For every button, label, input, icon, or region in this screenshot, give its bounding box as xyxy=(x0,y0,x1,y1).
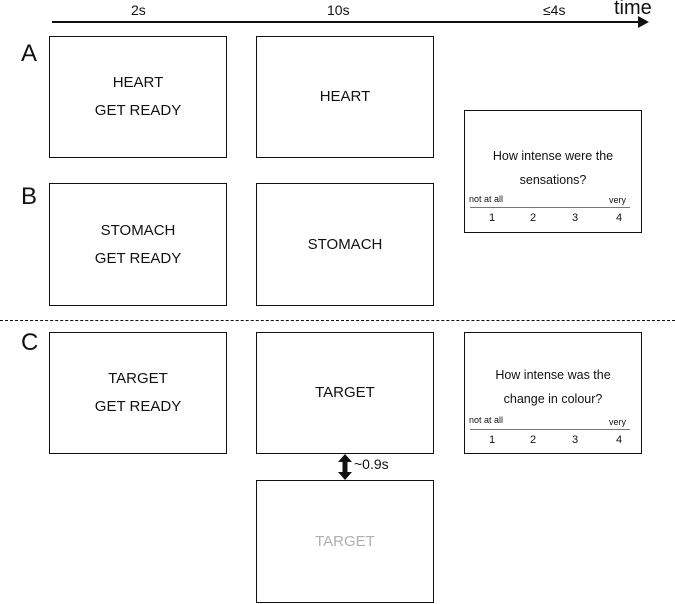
time-label-rating: ≤4s xyxy=(543,2,566,18)
rating-point-3: 3 xyxy=(571,212,579,224)
delayed-stimulus-text: TARGET xyxy=(315,532,375,550)
rating-question-line-2: sensations? xyxy=(519,173,587,187)
stimulus-screen-heart: HEART xyxy=(256,36,434,158)
timeline-axis xyxy=(52,21,642,23)
rating-scale-line xyxy=(470,207,630,208)
stimulus-screen-stomach: STOMACH xyxy=(256,183,434,306)
cue-instruction: GET READY xyxy=(94,102,182,119)
rating-point-3: 3 xyxy=(571,434,579,446)
timeline-axis-label: time xyxy=(614,0,652,19)
stimulus-text: HEART xyxy=(319,88,371,105)
delay-label: ~0.9s xyxy=(354,456,389,472)
cue-text: HEART xyxy=(112,74,164,91)
stimulus-screen-target: TARGET xyxy=(256,332,434,454)
rating-point-4: 4 xyxy=(615,434,623,446)
rating-point-1: 1 xyxy=(488,212,496,224)
cue-text: TARGET xyxy=(108,370,168,387)
rating-point-2: 2 xyxy=(529,434,537,446)
section-label-b: B xyxy=(21,183,38,210)
stimulus-text: TARGET xyxy=(315,384,375,401)
rating-scale-line xyxy=(470,429,630,430)
rating-high-anchor: very xyxy=(609,417,627,427)
rating-low-anchor: not at all xyxy=(469,415,504,425)
cue-screen-target: TARGET GET READY xyxy=(49,332,227,454)
rating-question-line-1: How intense was the xyxy=(495,368,611,382)
cue-instruction: GET READY xyxy=(94,249,182,267)
cue-screen-heart: HEART GET READY xyxy=(49,36,227,158)
rating-box-sensations: How intense were the sensations? not at … xyxy=(464,110,642,233)
cue-text: STOMACH xyxy=(100,221,176,239)
rating-question-line-1: How intense were the xyxy=(492,149,614,163)
time-label-stimulus: 10s xyxy=(327,2,350,18)
time-label-cue: 2s xyxy=(131,2,146,18)
cue-screen-stomach: STOMACH GET READY xyxy=(49,183,227,306)
rating-point-1: 1 xyxy=(488,434,496,446)
rating-point-4: 4 xyxy=(615,212,623,224)
section-label-c: C xyxy=(21,329,39,356)
section-label-a: A xyxy=(21,40,38,67)
rating-point-2: 2 xyxy=(529,212,537,224)
section-divider xyxy=(0,320,675,321)
timeline-arrowhead xyxy=(638,16,649,28)
stimulus-text: STOMACH xyxy=(307,235,383,253)
rating-question-line-2: change in colour? xyxy=(503,392,603,406)
rating-low-anchor: not at all xyxy=(469,194,504,204)
cue-instruction: GET READY xyxy=(94,398,182,415)
double-arrow-icon xyxy=(338,454,352,480)
rating-high-anchor: very xyxy=(609,195,627,205)
delayed-stimulus-screen-target: TARGET xyxy=(256,480,434,603)
rating-box-colour-change: How intense was the change in colour? no… xyxy=(464,332,642,454)
